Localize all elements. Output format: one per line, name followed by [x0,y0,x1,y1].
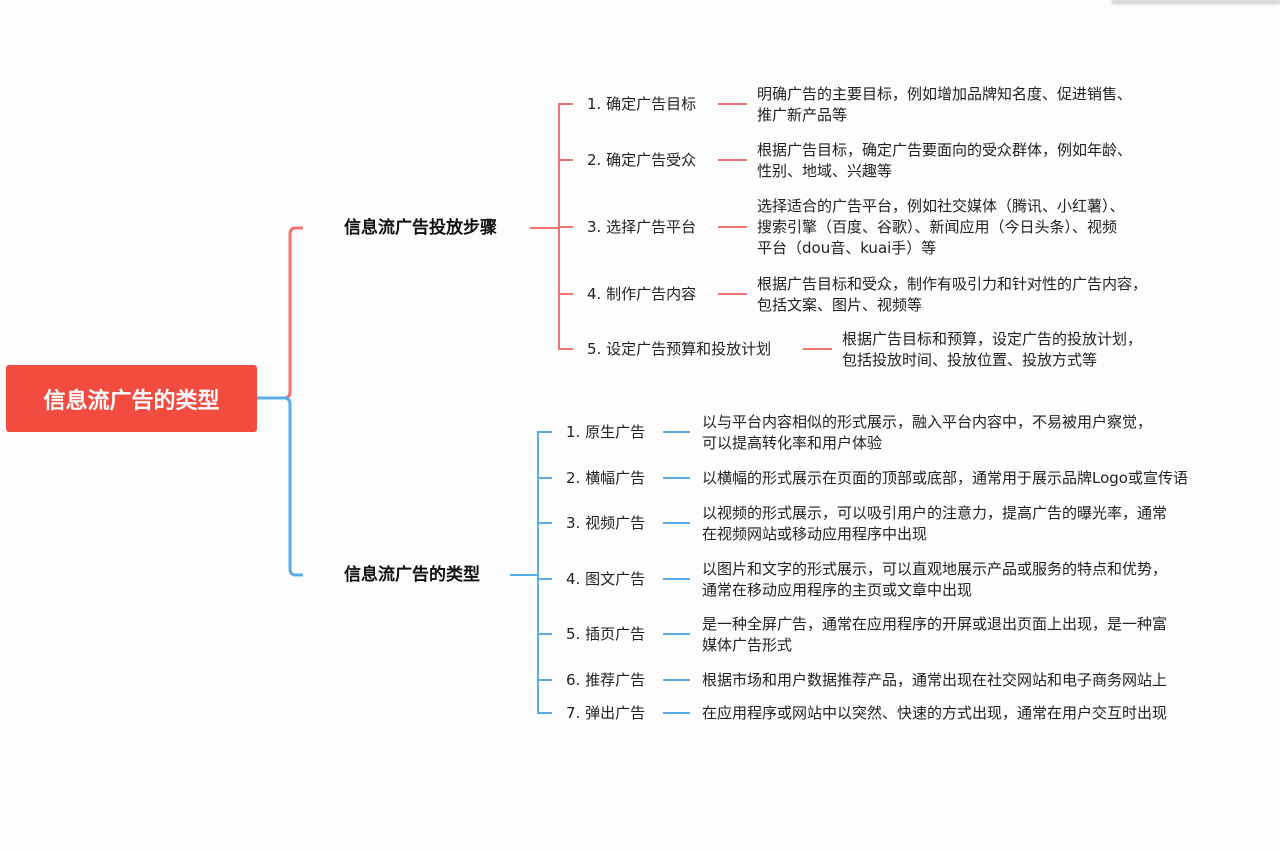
item-description: 根据广告目标和受众，制作有吸引力和针对性的广告内容， 包括文案、图片、视频等 [757,274,1147,316]
description-line: 根据广告目标和预算，设定广告的投放计划， [842,330,1143,348]
item-description: 选择适合的广告平台，例如社交媒体（腾讯、小红薯）、搜索引擎（百度、谷歌）、新闻应… [757,196,1125,259]
item-description: 明确广告的主要目标，例如增加品牌知名度、促进销售、推广新产品等 [757,84,1132,126]
description-line: 根据广告目标，确定广告要面向的受众群体，例如年龄、 [757,141,1133,159]
description-line: 以横幅的形式展示在页面的顶部或底部，通常用于展示品牌Logo或宣传语 [702,469,1188,487]
item-description: 以视频的形式展示，可以吸引用户的注意力，提高广告的曝光率，通常在视频网站或移动应… [702,503,1167,545]
item-description: 根据广告目标和预算，设定广告的投放计划， 包括投放时间、投放位置、投放方式等 [842,329,1142,371]
item-node[interactable]: 1. 原生广告 [566,423,646,441]
description-line: 平台（dou音、kuai手）等 [757,239,937,257]
item-node[interactable]: 2. 横幅广告 [566,469,646,487]
description-line: 根据市场和用户数据推荐产品，通常出现在社交网站和电子商务网站上 [702,671,1168,689]
item-description: 以与平台内容相似的形式展示，融入平台内容中，不易被用户察觉， 可以提高转化率和用户… [702,412,1152,454]
item-node[interactable]: 5. 插页广告 [566,625,646,643]
item-node[interactable]: 4. 图文广告 [566,570,646,588]
branch-node[interactable]: 信息流广告投放步骤 [344,218,497,238]
item-node[interactable]: 1. 确定广告目标 [587,95,697,113]
description-line: 以与平台内容相似的形式展示，融入平台内容中，不易被用户察觉， [702,413,1153,431]
description-line: 以图片和文字的形式展示，可以直观地展示产品或服务的特点和优势， [702,560,1168,578]
item-node[interactable]: 3. 选择广告平台 [587,218,697,236]
item-node[interactable]: 7. 弹出广告 [566,704,646,722]
window-edge [1112,0,1280,3]
description-line: 以视频的形式展示，可以吸引用户的注意力，提高广告的曝光率，通常 [702,504,1168,522]
item-node[interactable]: 2. 确定广告受众 [587,151,697,169]
item-description: 是一种全屏广告，通常在应用程序的开屏或退出页面上出现，是一种富媒体广告形式 [702,614,1167,656]
item-description: 根据市场和用户数据推荐产品，通常出现在社交网站和电子商务网站上 [702,670,1167,691]
item-node[interactable]: 6. 推荐广告 [566,671,646,689]
bracket-line [537,431,552,714]
item-node[interactable]: 4. 制作广告内容 [587,285,697,303]
description-line: 可以提高转化率和用户体验 [702,434,883,452]
item-description: 在应用程序或网站中以突然、快速的方式出现，通常在用户交互时出现 [702,703,1167,724]
item-description: 根据广告目标，确定广告要面向的受众群体，例如年龄、性别、地域、兴趣等 [757,140,1132,182]
item-description: 以图片和文字的形式展示，可以直观地展示产品或服务的特点和优势， 通常在移动应用程序… [702,559,1167,601]
description-line: 推广新产品等 [757,106,848,124]
description-line: 包括投放时间、投放位置、投放方式等 [842,351,1098,369]
description-line: 性别、地域、兴趣等 [757,162,893,180]
branch-connector [257,226,303,400]
branch-node[interactable]: 信息流广告的类型 [344,565,480,585]
description-line: 根据广告目标和受众，制作有吸引力和针对性的广告内容， [757,275,1148,293]
item-node[interactable]: 3. 视频广告 [566,514,646,532]
description-line: 是一种全屏广告，通常在应用程序的开屏或退出页面上出现，是一种富 [702,615,1168,633]
description-line: 选择适合的广告平台，例如社交媒体（腾讯、小红薯）、 [757,197,1125,215]
root-node[interactable]: 信息流广告的类型 [6,365,257,432]
description-line: 明确广告的主要目标，例如增加品牌知名度、促进销售、 [757,85,1133,103]
description-line: 在应用程序或网站中以突然、快速的方式出现，通常在用户交互时出现 [702,704,1168,722]
item-description: 以横幅的形式展示在页面的顶部或底部，通常用于展示品牌Logo或宣传语 [702,468,1188,489]
item-node[interactable]: 5. 设定广告预算和投放计划 [587,340,772,358]
description-line: 在视频网站或移动应用程序中出现 [702,525,928,543]
description-line: 媒体广告形式 [702,636,793,654]
branch-connector [257,396,303,577]
description-line: 包括文案、图片、视频等 [757,296,923,314]
description-line: 搜索引擎（百度、谷歌）、新闻应用（今日头条）、视频 [757,218,1118,236]
description-line: 通常在移动应用程序的主页或文章中出现 [702,581,973,599]
root-label: 信息流广告的类型 [43,388,220,414]
